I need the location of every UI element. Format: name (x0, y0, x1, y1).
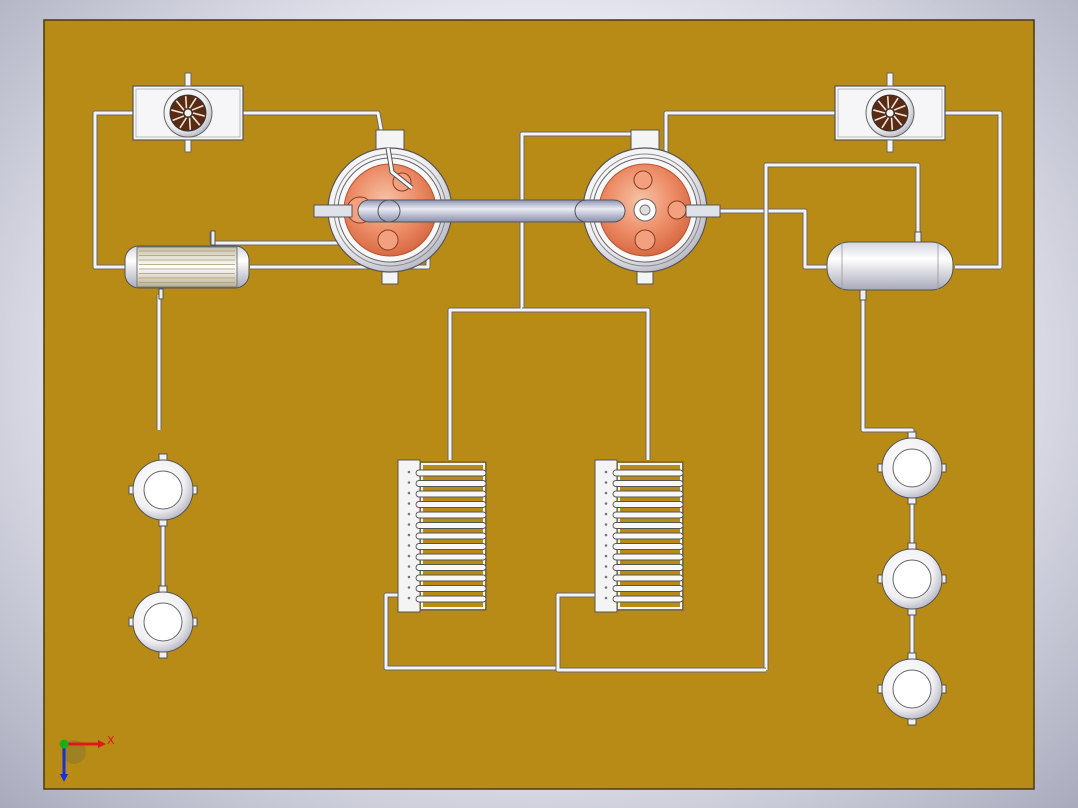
pipe-segment[interactable] (944, 110, 1003, 270)
fan-blades-icon (171, 96, 205, 130)
pump[interactable] (128, 585, 198, 659)
pipe-segment[interactable] (92, 110, 135, 270)
pipe-segment[interactable] (447, 222, 525, 460)
pump-group[interactable] (128, 431, 947, 726)
heat-exchanger-left[interactable] (124, 230, 250, 300)
cooling-coil-right[interactable] (594, 459, 684, 613)
coordinate-triad: X (59, 734, 115, 782)
pipe-segment[interactable] (663, 110, 836, 170)
pipe-segment[interactable] (555, 592, 766, 673)
base-plate[interactable] (43, 19, 1035, 790)
tube-bundle-icon (139, 250, 235, 283)
reactor-left[interactable] (327, 129, 453, 285)
cooling-coil-left[interactable] (397, 459, 487, 613)
axis-x-label: X (107, 734, 115, 747)
pipe-segment[interactable] (522, 307, 651, 460)
pipe-segment[interactable] (383, 592, 557, 671)
fan-unit-right[interactable] (834, 72, 946, 153)
pipe-network[interactable] (92, 110, 1003, 673)
pump[interactable] (877, 542, 947, 616)
separator-drum-right[interactable] (826, 231, 954, 301)
pump[interactable] (877, 652, 947, 726)
fan-unit-left[interactable] (132, 72, 244, 153)
reactor-right[interactable] (582, 129, 708, 285)
reactor-manifold[interactable] (313, 199, 721, 223)
pipe-segment[interactable] (763, 162, 921, 670)
fan-blades-icon (873, 96, 907, 130)
pump[interactable] (128, 453, 198, 527)
pipe-segment[interactable] (720, 208, 827, 270)
pump[interactable] (877, 431, 947, 505)
